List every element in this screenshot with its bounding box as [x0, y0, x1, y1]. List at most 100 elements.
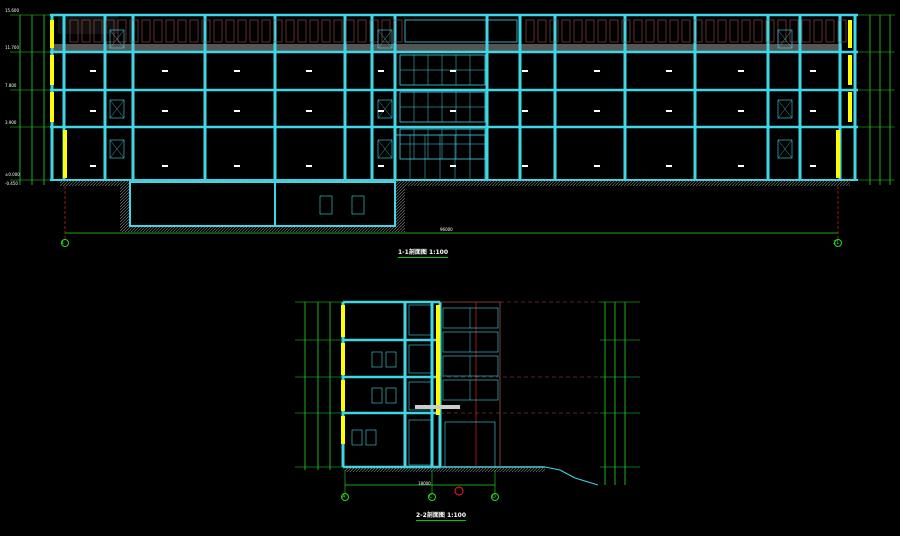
roof-window	[525, 19, 535, 43]
roof-window	[357, 19, 367, 43]
roof-window	[393, 19, 403, 43]
stair-window	[408, 344, 434, 374]
window-2	[365, 429, 377, 446]
door	[377, 139, 393, 159]
ramp	[559, 469, 576, 479]
yellow-wall-right	[848, 92, 852, 122]
roof-window	[129, 19, 139, 43]
room-label-mark	[666, 110, 672, 112]
room-label-mark	[162, 110, 168, 112]
roof-window	[561, 19, 571, 43]
roof-window	[549, 19, 559, 43]
structure-column	[343, 15, 347, 180]
stair-window	[408, 419, 434, 466]
yellow-wall-2	[341, 380, 345, 411]
structure-column	[485, 15, 489, 180]
door	[109, 139, 125, 159]
room-label-mark	[234, 70, 240, 72]
yellow-wall-right	[836, 130, 840, 178]
room-label-mark	[738, 70, 744, 72]
section-1-title-text: 1-1剖面图	[398, 249, 427, 256]
room-label-mark	[522, 165, 528, 167]
roof-window	[345, 19, 355, 43]
door-swing	[377, 99, 393, 119]
roof-window	[741, 19, 751, 43]
roof-window	[657, 19, 667, 43]
roof-window	[93, 19, 103, 43]
roof-window	[681, 19, 691, 43]
roof-window	[717, 19, 727, 43]
roof-window	[573, 19, 583, 43]
elev-label-top: 15.600	[5, 8, 19, 13]
ramp	[574, 477, 599, 486]
glass-panel-2	[442, 331, 499, 353]
door	[777, 139, 793, 159]
structure-column	[273, 15, 277, 180]
elev-label-outdoor: -0.450	[5, 181, 18, 186]
yellow-wall-left	[50, 20, 54, 48]
door	[109, 99, 125, 119]
roof-window	[153, 19, 163, 43]
section-2-title-text: 2-2剖面图	[416, 512, 445, 519]
door	[777, 99, 793, 119]
room-label-mark	[738, 165, 744, 167]
yellow-wall-left	[50, 92, 54, 122]
roof-window	[69, 19, 79, 43]
door	[777, 29, 793, 49]
canopy	[415, 405, 460, 409]
roof-window	[633, 19, 643, 43]
roof-window	[165, 19, 175, 43]
room-label-mark	[234, 165, 240, 167]
structure-column	[393, 15, 397, 180]
roof-window	[789, 19, 799, 43]
glass-panel-2	[442, 355, 499, 377]
structure-column	[103, 15, 107, 180]
structure-column	[62, 15, 66, 180]
door-swing	[777, 139, 793, 159]
room-label-mark	[522, 70, 528, 72]
parapet-left	[58, 14, 118, 34]
roof-window	[609, 19, 619, 43]
roof-window	[177, 19, 187, 43]
axis-label-d: D	[492, 494, 496, 500]
door-swing	[377, 139, 393, 159]
axis-label-1: 1	[61, 240, 65, 246]
roof-window	[237, 19, 247, 43]
room-label-mark	[234, 110, 240, 112]
room-label-mark	[594, 110, 600, 112]
roof-window	[753, 19, 763, 43]
axis-circle-1	[61, 239, 69, 247]
section-1-title: 1-1剖面图 1:100	[398, 247, 449, 258]
roof-window	[381, 19, 391, 43]
roof-window	[285, 19, 295, 43]
axis-label-21: 21	[833, 240, 840, 246]
yellow-wall-2	[436, 305, 440, 415]
room-label-mark	[594, 70, 600, 72]
roof-window	[81, 19, 91, 43]
structure-column	[766, 15, 770, 180]
elev-label-ground: ±0.000	[5, 172, 20, 177]
section-1-scale: 1:100	[428, 249, 449, 256]
room-label-mark	[450, 70, 456, 72]
room-label-mark	[450, 110, 456, 112]
structure-column	[798, 15, 802, 180]
glass-panel-2	[442, 379, 499, 401]
axis-circle-21	[834, 239, 842, 247]
room-label-mark	[90, 165, 96, 167]
room-label-mark	[90, 110, 96, 112]
structure-column	[553, 15, 557, 180]
door	[377, 29, 393, 49]
door-swing	[777, 99, 793, 119]
room-label-mark	[162, 165, 168, 167]
roof-window	[825, 19, 835, 43]
door-swing	[377, 29, 393, 49]
door	[109, 29, 125, 49]
room-label-mark	[378, 70, 384, 72]
section-marker	[454, 486, 464, 496]
roof-window	[261, 19, 271, 43]
structure-column	[838, 15, 842, 180]
structure-column	[518, 15, 522, 180]
elev-label-3: 11.700	[5, 45, 19, 50]
section-1-total-dimension: 96000	[440, 227, 453, 232]
ground-hatch-2	[345, 467, 545, 472]
